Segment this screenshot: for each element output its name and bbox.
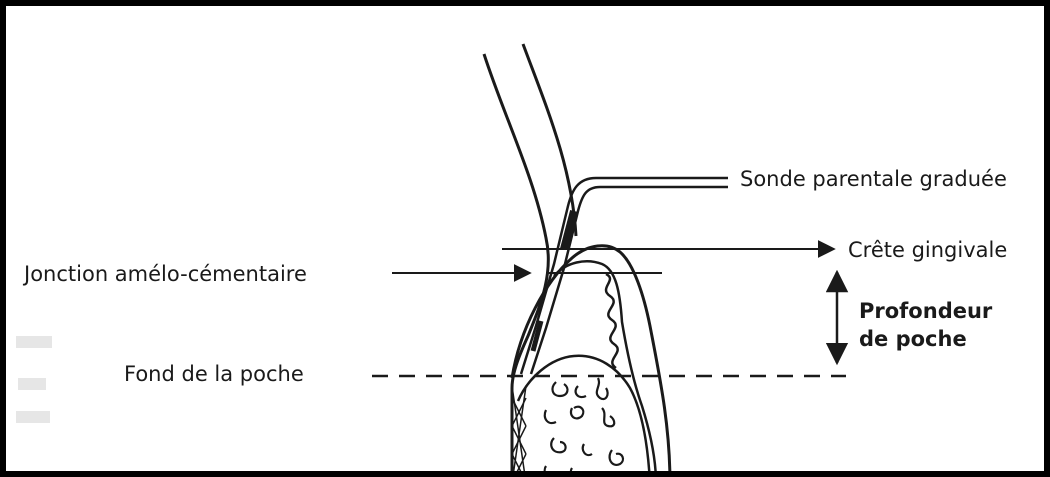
pocket-depth-label-line1: Profondeur — [859, 297, 992, 325]
junction-label: Jonction amélo-cémentaire — [24, 264, 307, 285]
graduated-probe — [521, 178, 728, 374]
tooth-outline — [484, 44, 576, 477]
crest-label: Crête gingivale — [848, 240, 1007, 261]
bleed-through-marks — [16, 336, 52, 423]
probe-label: Sonde parentale graduée — [740, 169, 1007, 190]
bone-trabeculae — [545, 378, 623, 477]
pocket-depth-label-line2: de poche — [859, 325, 967, 353]
pocket-bottom-label: Fond de la poche — [124, 364, 304, 385]
